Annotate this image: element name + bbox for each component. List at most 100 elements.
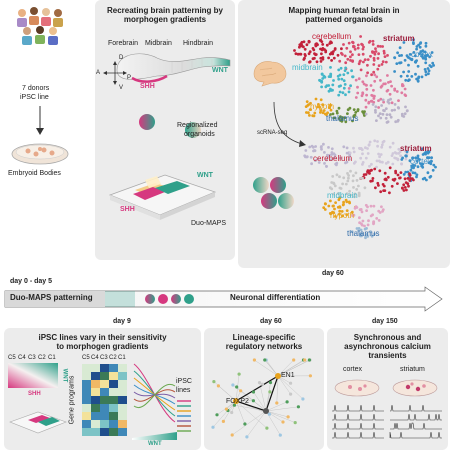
umap-point (334, 215, 337, 218)
umap-point (372, 220, 376, 224)
network-edge (277, 375, 304, 400)
network-node (263, 358, 267, 362)
umap-point (352, 150, 356, 154)
umap-point (339, 84, 342, 88)
umap-point (360, 210, 364, 214)
umap-point (341, 182, 344, 186)
umap-point (389, 115, 393, 119)
umap-point (383, 178, 387, 181)
network-node (211, 425, 215, 429)
network-node (239, 389, 243, 393)
col-label: C2 (109, 355, 117, 361)
umap-point (380, 143, 384, 147)
umap-point (375, 165, 378, 169)
umap-point (381, 112, 385, 116)
umap-point (338, 59, 342, 63)
umap-point (346, 108, 350, 112)
network-edge (264, 359, 279, 377)
umap-point (357, 62, 361, 66)
network-node (251, 399, 255, 403)
umap-point (343, 69, 347, 72)
umap-point (424, 57, 428, 61)
axis-compass-icon (103, 61, 127, 85)
umap-point (391, 152, 395, 155)
umap-point (374, 186, 377, 190)
umap-point (353, 47, 357, 51)
umap-point (317, 161, 321, 164)
umap-point (403, 112, 407, 116)
umap-point (393, 177, 397, 181)
heatmap-cell (118, 380, 127, 388)
heatmap-cell (118, 404, 127, 412)
umap-point (395, 62, 399, 65)
umap-point (332, 156, 336, 160)
network-node (308, 374, 312, 378)
calcium-title-2: asynchronous calcium (344, 342, 431, 351)
umap-point (415, 175, 418, 179)
umap-point (412, 51, 416, 54)
top-midbrain: midbrain (292, 63, 323, 72)
umap-point (367, 101, 371, 105)
umap-point (320, 80, 323, 83)
network-edge (265, 410, 296, 423)
network-edge (265, 410, 289, 418)
umap-point (346, 57, 350, 61)
umap-point (404, 105, 407, 109)
umap-point (397, 147, 401, 151)
umap-point (424, 73, 428, 77)
umap-point (428, 55, 431, 59)
umap-point (363, 186, 367, 190)
network-node (275, 401, 279, 405)
umap-point (417, 75, 421, 79)
umap-point (361, 47, 365, 51)
umap-point (384, 107, 388, 110)
umap-point (424, 44, 428, 48)
top-striatum: striatum (383, 34, 415, 43)
network-node (212, 380, 216, 384)
umap-point (414, 156, 418, 160)
umap-point (363, 58, 367, 62)
umap-point (375, 119, 378, 122)
umap-point (415, 77, 418, 81)
heatmap-cell (82, 364, 91, 372)
umap-point (340, 210, 344, 213)
ipsc-lines-legend (177, 400, 191, 432)
umap-point (403, 186, 407, 189)
heatmap-cell (100, 372, 109, 380)
umap-point (368, 164, 371, 168)
umap-point (346, 71, 350, 75)
umap-point (366, 223, 370, 227)
umap-point (420, 55, 424, 58)
umap-point (398, 61, 402, 65)
umap-point (304, 149, 308, 152)
umap-point (340, 119, 344, 123)
umap-point (424, 41, 428, 45)
umap-point (379, 190, 383, 194)
umap-point (319, 145, 323, 149)
umap-point (329, 199, 332, 203)
ipsc-wnt-vertical: WNT (61, 368, 68, 383)
umap-point (359, 228, 363, 232)
umap-point (415, 45, 419, 48)
cortex-dish-label: cortex (343, 366, 363, 373)
umap-point (382, 189, 385, 192)
umap-point (323, 75, 327, 79)
umap-point (404, 170, 408, 174)
umap-point (332, 192, 335, 196)
umap-point (379, 45, 382, 48)
umap-point (338, 196, 342, 200)
umap-point (421, 153, 425, 156)
umap-point (345, 146, 349, 150)
umap-point (345, 213, 349, 216)
umap-point (430, 159, 433, 163)
umap-point (372, 50, 376, 54)
umap-point (368, 172, 371, 175)
heatmap-cell (82, 412, 91, 420)
ipsc-shh-label: SHH (28, 391, 41, 397)
umap-point (376, 57, 380, 60)
organoid-spheres (139, 114, 201, 138)
umap-point (341, 91, 345, 95)
umap-point (308, 60, 311, 64)
umap-point (418, 45, 422, 49)
umap-point (360, 148, 364, 152)
